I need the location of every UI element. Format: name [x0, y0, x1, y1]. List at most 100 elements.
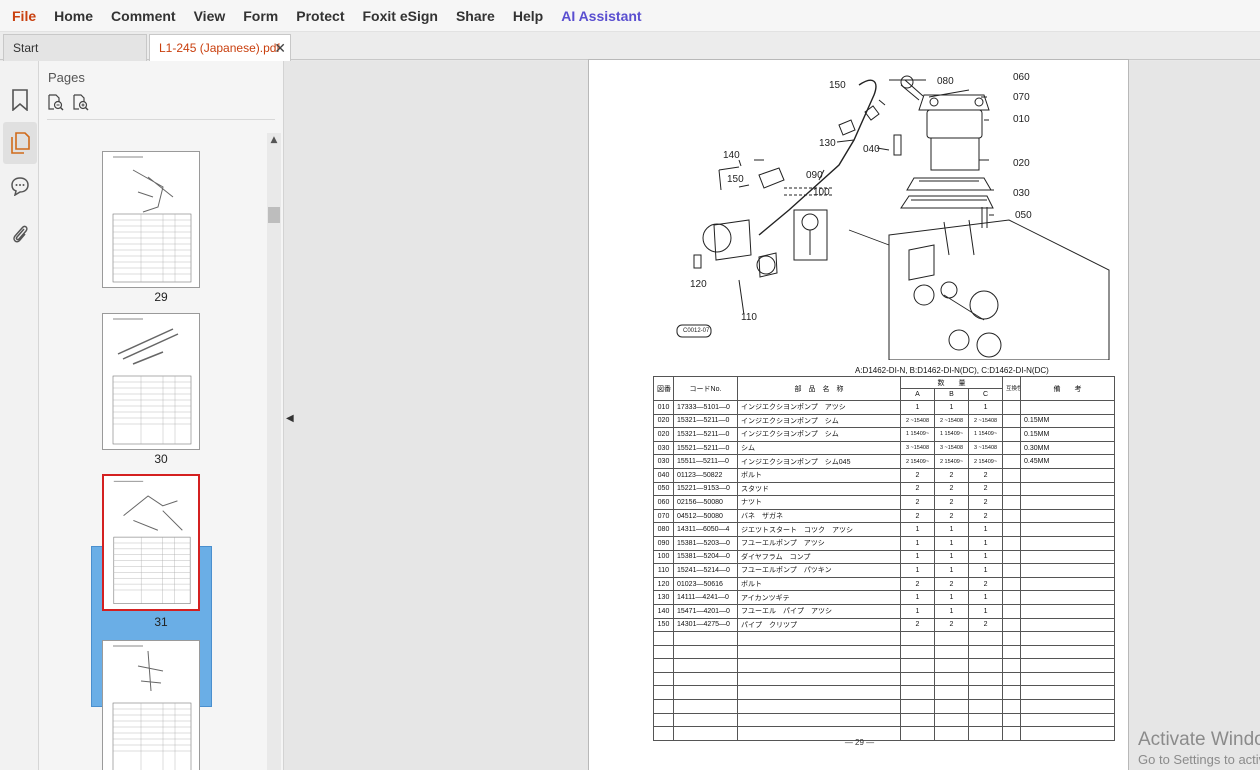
cell-no: 150 [653, 617, 674, 633]
thumbnail-label: 29 [154, 290, 168, 304]
cell-interchange [1002, 522, 1022, 537]
cell-interchange [1002, 413, 1022, 429]
scroll-up-arrow-icon[interactable]: ▲ [270, 135, 278, 145]
menu-home[interactable]: Home [54, 7, 94, 24]
empty-cell [1002, 644, 1022, 660]
cell-no: 030 [653, 440, 674, 456]
cell-qty-a: 1 [900, 563, 935, 578]
empty-cell [737, 644, 901, 660]
menu-file[interactable]: File [12, 7, 37, 24]
zoom-in-thumbnail-icon[interactable] [72, 94, 89, 111]
cell-interchange [1002, 400, 1022, 415]
cell-no: 060 [653, 495, 674, 510]
figure-code: C0012-07 [683, 328, 710, 334]
callout-label: 020 [1013, 158, 1030, 169]
tab-document[interactable]: L1-245 (Japanese).pdf ✕ [149, 34, 291, 61]
menu-form[interactable]: Form [243, 7, 279, 24]
empty-cell [967, 699, 1004, 714]
empty-cell [1002, 631, 1022, 646]
menu-help[interactable]: Help [512, 7, 544, 24]
cell-interchange [1002, 508, 1022, 524]
thumbnail-preview [113, 480, 191, 604]
empty-cell [967, 644, 1004, 660]
cell-remarks [1020, 535, 1116, 551]
cell-interchange [1002, 576, 1022, 592]
page-thumbnail-32[interactable] [102, 640, 200, 770]
callout-label: 150 [829, 80, 846, 91]
thumbnail-scrollbar[interactable]: ▲ [267, 133, 281, 770]
cell-name: ジエツトスタート コツク アツシ [737, 522, 901, 537]
tab-start[interactable]: Start [3, 34, 147, 61]
page-thumbnail-30[interactable] [102, 313, 200, 450]
cell-qty-b: 2 [934, 576, 969, 592]
cell-remarks [1020, 549, 1116, 565]
cell-qty-a: 3 ~15408 [900, 440, 935, 456]
empty-cell [653, 658, 674, 673]
thumbnail-label: 30 [154, 452, 168, 466]
pages-panel-button[interactable] [3, 122, 37, 164]
empty-cell [934, 644, 969, 660]
cell-name: パイプ クリツプ [737, 617, 901, 633]
menu-foxit-esign[interactable]: Foxit eSign [362, 7, 438, 24]
empty-cell [1002, 712, 1022, 728]
cell-remarks: 0.15MM [1020, 427, 1116, 442]
cell-qty-c: 1 [967, 590, 1004, 605]
menu-comment[interactable]: Comment [111, 7, 176, 24]
attachments-button[interactable] [6, 220, 34, 248]
cell-interchange [1002, 440, 1022, 456]
cell-no: 040 [653, 467, 674, 483]
cell-qty-c: 1 [967, 400, 1004, 415]
cell-code: 15521―5211―0 [673, 440, 738, 456]
empty-cell [967, 685, 1004, 701]
bookmarks-button[interactable] [6, 86, 34, 114]
comment-icon [11, 177, 29, 196]
cell-qty-a: 1 [900, 603, 935, 619]
close-tab-icon[interactable]: ✕ [274, 40, 286, 56]
empty-cell [1020, 658, 1116, 673]
empty-cell [737, 685, 901, 701]
thumbnail-preview [112, 156, 192, 283]
cell-remarks [1020, 590, 1116, 605]
cell-remarks: 0.15MM [1020, 413, 1116, 429]
pages-toolbar [47, 94, 89, 111]
comments-button[interactable] [6, 172, 34, 200]
page-thumbnail-31[interactable] [102, 474, 200, 611]
empty-cell [737, 699, 901, 714]
col-header-b: B [934, 388, 969, 401]
cell-code: 15471―4201―0 [673, 603, 738, 619]
cell-remarks [1020, 522, 1116, 537]
cell-remarks [1020, 481, 1116, 497]
cell-qty-b: 1 [934, 535, 969, 551]
callout-label: 070 [1013, 92, 1030, 103]
cell-code: 15381―5204―0 [673, 549, 738, 565]
cell-no: 090 [653, 535, 674, 551]
menu-ai-assistant[interactable]: AI Assistant [561, 7, 642, 24]
cell-interchange [1002, 563, 1022, 578]
empty-cell [900, 699, 935, 714]
empty-cell [1020, 631, 1116, 646]
menu-view[interactable]: View [193, 7, 226, 24]
menu-share[interactable]: Share [455, 7, 495, 24]
cell-name: フユーエル パイプ アツシ [737, 603, 901, 619]
scroll-thumb[interactable] [268, 207, 280, 223]
thumbnail-preview [112, 645, 192, 770]
cell-qty-c: 2 ~15408 [967, 413, 1004, 429]
zoom-out-thumbnail-icon[interactable] [47, 94, 64, 111]
panel-collapse-handle[interactable]: ◀ [283, 61, 296, 770]
collapse-left-icon[interactable]: ◀ [286, 413, 294, 424]
menu-protect[interactable]: Protect [296, 7, 345, 24]
cell-name: ボルト [737, 467, 901, 483]
cell-qty-b: 1 [934, 400, 969, 415]
cell-no: 020 [653, 413, 674, 429]
cell-code: 15221―9153―0 [673, 481, 738, 497]
cell-code: 15511―5211―0 [673, 454, 738, 469]
empty-cell [934, 671, 969, 687]
page-thumbnail-29[interactable] [102, 151, 200, 288]
